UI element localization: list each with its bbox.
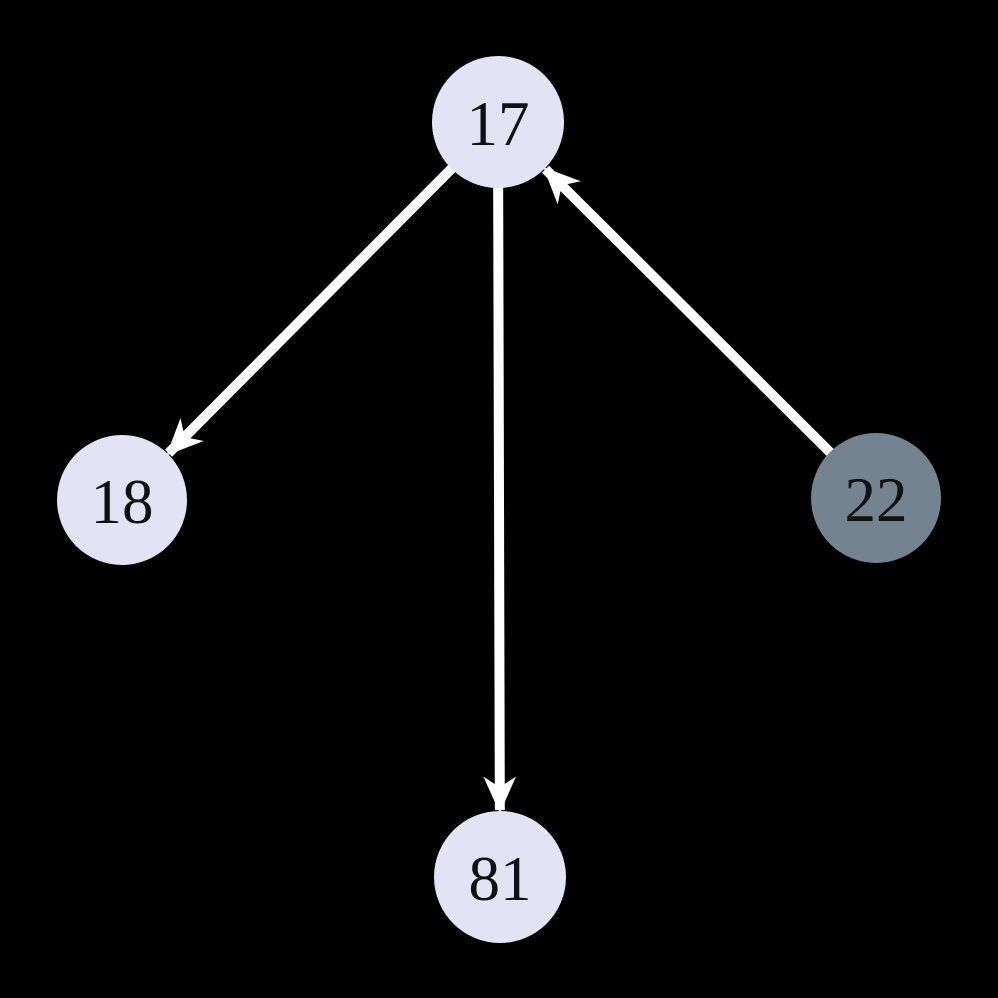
graph-edge-22-17 (541, 165, 880, 502)
node-circle-81 (434, 811, 566, 943)
nodes-layer: 17 18 22 81 (57, 56, 941, 943)
edges-layer (165, 118, 880, 814)
node-label-17: 17 (467, 89, 530, 159)
graph-edge-17-81 (483, 121, 517, 814)
graph-node-18: 18 (57, 435, 187, 565)
node-circle-17 (432, 56, 564, 188)
node-label-81: 81 (469, 844, 532, 914)
graph-node-81: 81 (434, 811, 566, 943)
graph-edge-17-18 (165, 118, 502, 457)
node-circle-22 (811, 433, 941, 563)
node-label-18: 18 (91, 467, 154, 537)
node-circle-18 (57, 435, 187, 565)
graph-node-22: 22 (811, 433, 941, 563)
graph-node-17: 17 (432, 56, 564, 188)
node-label-22: 22 (845, 465, 908, 535)
